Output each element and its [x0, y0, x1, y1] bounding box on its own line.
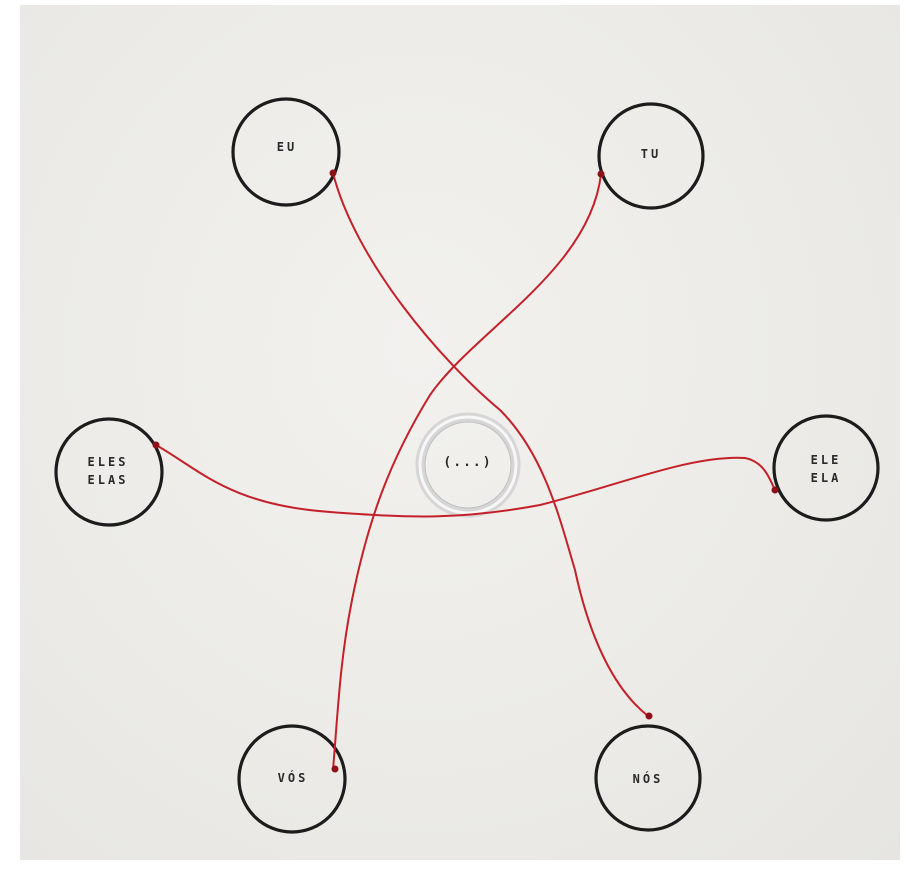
label-ele-ela: ELE ELA: [810, 453, 842, 485]
label-eles-elas: ELES ELAS: [87, 455, 129, 487]
ring-eles-elas: [54, 417, 164, 527]
thread-tu-vos: [332, 173, 602, 771]
ring-tu: [597, 102, 705, 210]
ring-vos: [237, 724, 347, 834]
red-threads: [155, 172, 776, 771]
label-vos: VÓS: [277, 771, 309, 785]
center-ring: [415, 412, 521, 518]
ring-nos: [594, 724, 702, 832]
thread-eu-nos: [332, 172, 649, 717]
thread-knots: [152, 169, 779, 773]
ring-eu: [231, 97, 341, 207]
thread-eles-ele: [155, 444, 776, 518]
ring-ele-ela: [772, 414, 880, 522]
label-center: (...): [443, 455, 493, 470]
paper-background: [20, 5, 900, 860]
label-tu: TU: [640, 147, 662, 161]
label-nos: NÓS: [632, 772, 664, 786]
label-eu: EU: [276, 140, 298, 154]
